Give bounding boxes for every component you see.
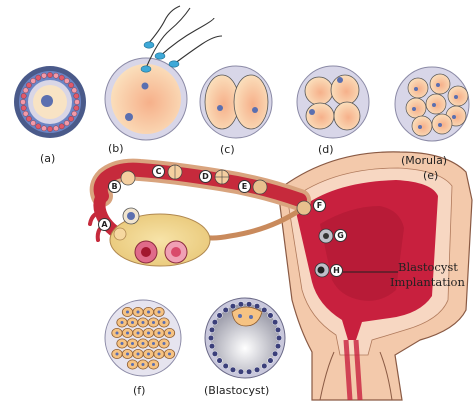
- ovary: [109, 207, 302, 267]
- tube-stages: [120, 164, 334, 278]
- label-a: (a): [40, 152, 56, 165]
- marker-c: C: [152, 165, 165, 178]
- label-morula: (Morula): [401, 154, 448, 167]
- uterus: [277, 151, 473, 401]
- annotation-implantation: Implantation: [390, 275, 465, 289]
- label-c: (c): [220, 143, 235, 156]
- ovum-a: [14, 66, 86, 138]
- two-cell-c: [199, 65, 273, 139]
- label-b: (b): [108, 142, 124, 155]
- label-blastocyst: (Blastocyst): [204, 384, 270, 397]
- morula-e: [394, 66, 470, 142]
- marker-a: A: [98, 218, 111, 231]
- marker-e: E: [238, 180, 251, 193]
- label-d: (d): [318, 143, 334, 156]
- blastocyst: [204, 297, 286, 379]
- four-cell-d: [296, 65, 370, 139]
- annotation-blastocyst: Blastocyst: [398, 260, 458, 274]
- label-e: (e): [423, 169, 439, 182]
- morula-f: [104, 299, 182, 377]
- marker-b: B: [108, 180, 121, 193]
- label-f: (f): [133, 384, 146, 397]
- marker-d: D: [199, 170, 212, 183]
- marker-g: G: [334, 229, 347, 242]
- fertilization-b: [104, 5, 223, 141]
- marker-f: F: [313, 199, 326, 212]
- marker-h: H: [330, 264, 343, 277]
